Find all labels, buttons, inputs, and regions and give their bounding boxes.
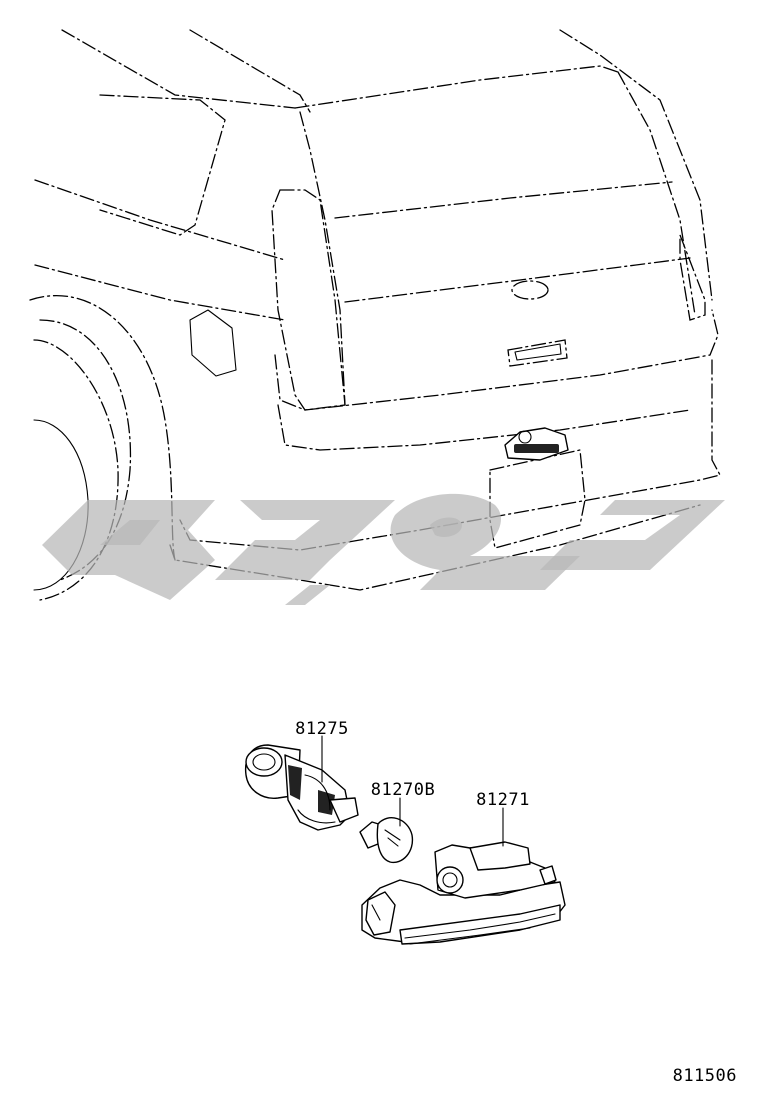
- leader-lines: [321, 735, 504, 847]
- lamp-assembly-part: [361, 841, 566, 945]
- bulb-part: [359, 817, 414, 864]
- part-label-lamp-assembly: 81271: [476, 790, 530, 810]
- license-lamp-on-vehicle: [504, 427, 569, 461]
- part-label-bulb: 81270B: [371, 780, 435, 800]
- illustration-id: 811506: [673, 1066, 737, 1086]
- vehicle-rear-illustration: [29, 29, 721, 601]
- socket-part: [244, 744, 359, 831]
- watermark-logo: [42, 493, 725, 605]
- part-labels: 81275 81270B 81271: [295, 719, 530, 810]
- part-label-socket: 81275: [295, 719, 349, 739]
